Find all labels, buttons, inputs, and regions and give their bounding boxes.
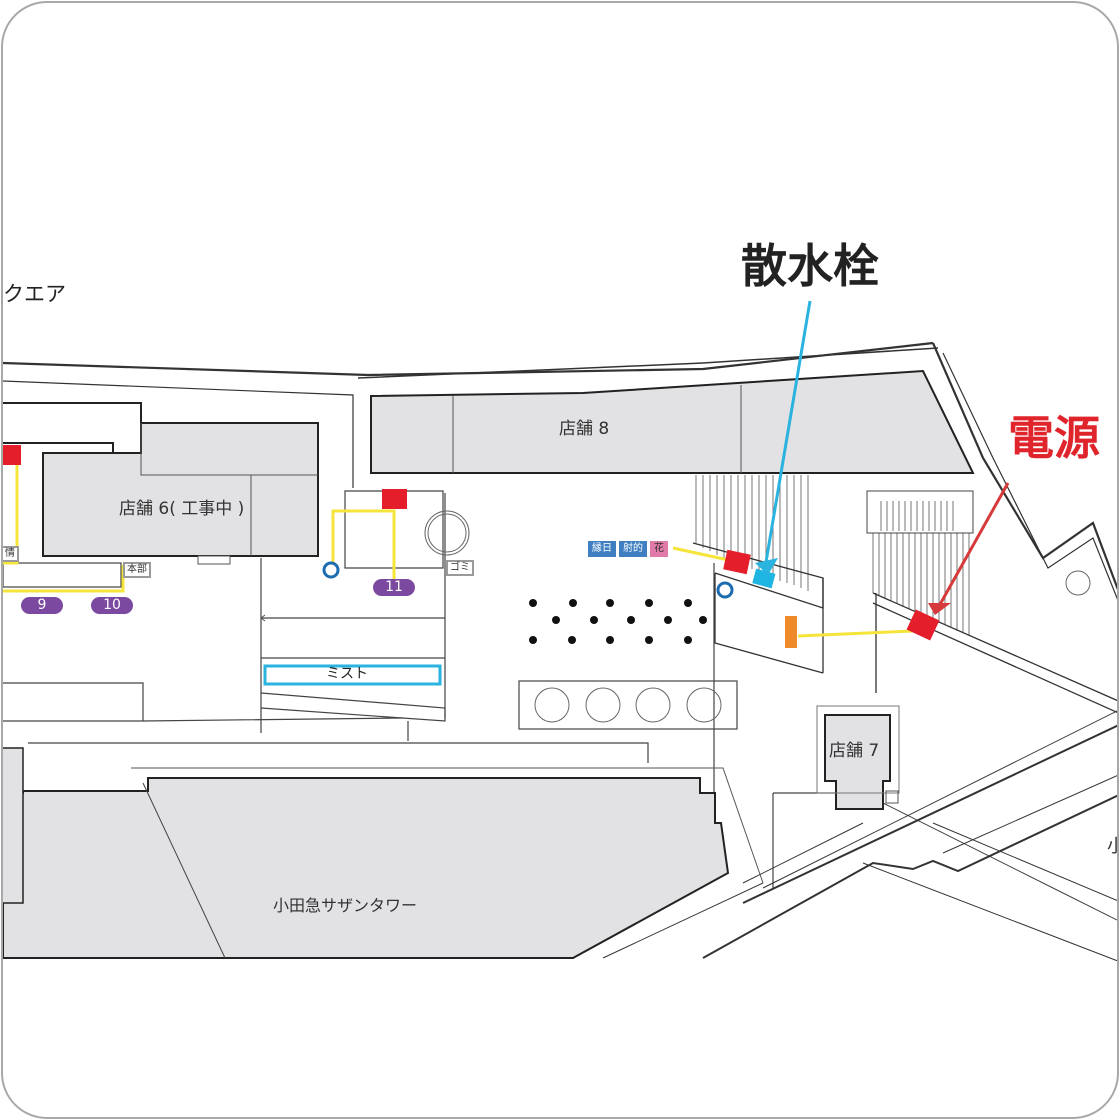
left-cut-tag: 情 bbox=[3, 546, 19, 562]
store6-label[interactable]: 店舗 6( 工事中 ) bbox=[119, 499, 245, 519]
booth-hana[interactable]: 花 bbox=[650, 541, 668, 557]
spot-10[interactable]: 10 bbox=[91, 597, 133, 614]
store8-label[interactable]: 店舗 8 bbox=[559, 419, 610, 439]
right-edge-label: 小 bbox=[1107, 838, 1117, 856]
hq-tag[interactable]: 本部 bbox=[123, 562, 151, 578]
spot-11[interactable]: 11 bbox=[373, 579, 415, 596]
garbage-tag[interactable]: ゴミ bbox=[446, 560, 474, 576]
power-callout-label: 電源 bbox=[1008, 411, 1100, 465]
store6-building bbox=[3, 402, 319, 565]
booth-shateki[interactable]: 射的 bbox=[619, 541, 647, 557]
store7-building bbox=[824, 714, 891, 810]
store7-label[interactable]: 店舗 7 bbox=[829, 741, 880, 761]
spot-9[interactable]: 9 bbox=[21, 597, 63, 614]
booth-ennichi[interactable]: 縁日 bbox=[588, 541, 616, 557]
store8-building bbox=[370, 369, 975, 474]
seating-dots bbox=[529, 599, 707, 644]
floor-map bbox=[3, 300, 1117, 962]
hydrant-callout-label: 散水栓 bbox=[741, 239, 879, 293]
tower-label[interactable]: 小田急サザンタワー bbox=[273, 896, 418, 915]
tower-building bbox=[3, 777, 730, 959]
area-label: クエア bbox=[3, 282, 66, 306]
mist-label[interactable]: ミスト bbox=[326, 666, 368, 682]
